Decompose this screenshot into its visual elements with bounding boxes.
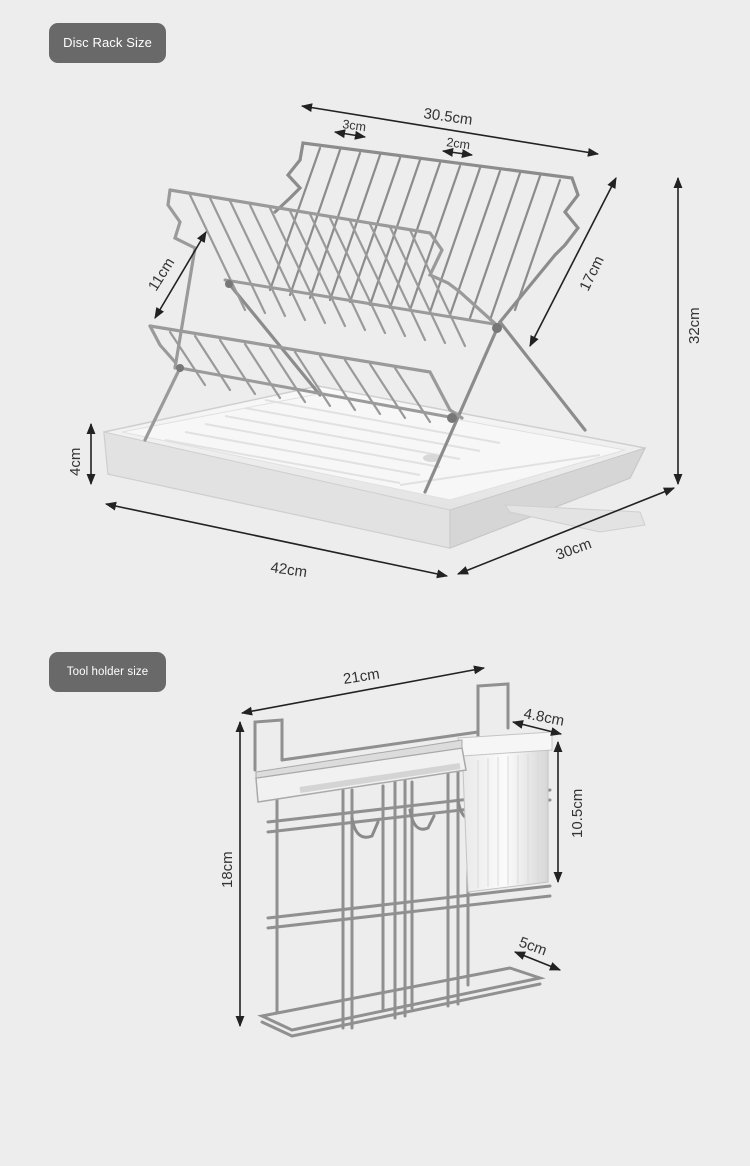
disc-rack-illustration (103, 141, 647, 549)
label-cup-height: 10.5cm (569, 789, 586, 838)
tool-holder-size-tag: Tool holder size (49, 652, 166, 692)
label-base-depth: 5cm (517, 934, 549, 960)
disc-rack-dimension-lines (86, 103, 683, 579)
hinge-bolts (176, 280, 502, 423)
disc-rack-size-tag: Disc Rack Size (49, 23, 166, 63)
tool-holder-dimension-labels: 21cm 4.8cm 10.5cm 18cm 5cm (219, 665, 586, 959)
tool-holder-dimension-lines (235, 665, 563, 1028)
label-slot-spacing-a: 3cm (342, 117, 367, 134)
utensil-cup (457, 731, 553, 893)
top-shelf (255, 739, 467, 803)
label-tray-depth: 30cm (554, 535, 594, 564)
drip-tray (103, 385, 647, 549)
label-holder-width: 21cm (342, 665, 381, 688)
label-slot-spacing-b: 2cm (446, 135, 471, 152)
tool-holder-illustration (253, 682, 553, 1038)
label-total-height: 32cm (686, 307, 703, 344)
label-tray-length: 42cm (269, 559, 308, 581)
label-top-width: 30.5cm (422, 105, 473, 129)
label-holder-height: 18cm (219, 851, 236, 888)
label-rear-rack-height: 17cm (576, 253, 607, 293)
label-tray-height: 4cm (67, 448, 84, 476)
